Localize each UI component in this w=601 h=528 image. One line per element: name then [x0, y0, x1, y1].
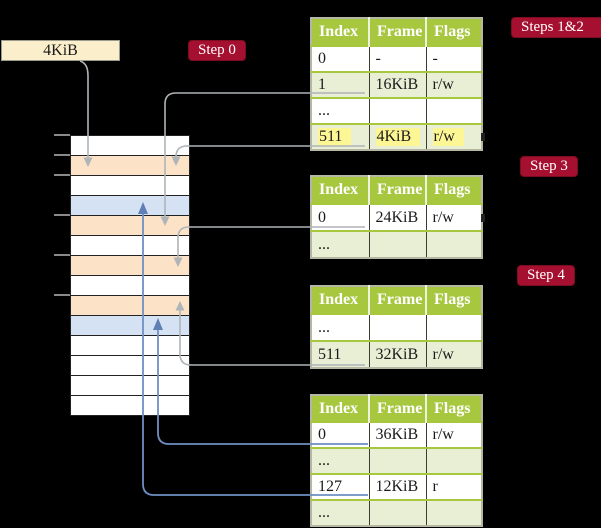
address-tick	[54, 254, 70, 256]
page-table-leaf: Index Frame Flags 0 36KiB r/w ... 127 12…	[310, 394, 483, 527]
cell-index: ...	[311, 447, 369, 474]
cell-flags: r/w	[425, 421, 482, 448]
highlighted-value: 511	[318, 128, 352, 146]
cell-flags: r/w	[425, 71, 482, 98]
cell-index: ...	[311, 230, 369, 258]
col-header-flags: Flags	[425, 286, 482, 314]
step4-label: Step 4	[517, 265, 575, 286]
cell-flags: r	[425, 473, 482, 500]
cell-flags: r/w	[425, 123, 482, 150]
steps-1-2-label: Steps 1&2	[511, 17, 601, 38]
cell-frame	[368, 230, 426, 258]
cell-flags	[425, 499, 482, 526]
memory-frame-row	[71, 276, 189, 296]
table-row-highlighted: 511 4KiB r/w	[311, 123, 482, 150]
cell-flags	[425, 313, 482, 341]
table-row: ...	[311, 230, 482, 258]
memory-frame-row	[71, 316, 189, 336]
col-header-index: Index	[311, 176, 369, 204]
address-tick	[54, 214, 70, 216]
memory-frame-row	[71, 356, 189, 376]
address-tick	[54, 134, 70, 136]
memory-frame-row	[71, 156, 189, 176]
cell-flags: r/w	[425, 203, 482, 231]
col-header-index: Index	[311, 18, 369, 46]
cell-index: ...	[311, 313, 369, 341]
memory-frame-row	[71, 196, 189, 216]
cell-index: 127	[311, 473, 369, 500]
step0-label: Step 0	[188, 40, 246, 61]
cell-flags	[425, 230, 482, 258]
page-size-box: 4KiB	[1, 40, 120, 61]
cell-flags: r/w	[425, 340, 482, 368]
cell-flags: -	[425, 45, 482, 72]
cell-index: 0	[311, 45, 369, 72]
table-header-row: Index Frame Flags	[311, 176, 482, 204]
col-header-frame: Frame	[368, 18, 426, 46]
col-header-flags: Flags	[425, 18, 482, 46]
cell-frame: 4KiB	[368, 123, 426, 150]
cell-frame	[368, 97, 426, 124]
highlighted-value: 4KiB	[375, 128, 421, 146]
page-table-step-3: Index Frame Flags 0 24KiB r/w ...	[310, 175, 483, 259]
cell-frame	[368, 313, 426, 341]
col-header-frame: Frame	[368, 286, 426, 314]
table-row: ...	[311, 499, 482, 526]
cell-index: ...	[311, 499, 369, 526]
cell-frame: -	[368, 45, 426, 72]
table-row: 511 32KiB r/w	[311, 340, 482, 368]
physical-memory-column	[70, 135, 190, 416]
col-header-flags: Flags	[425, 395, 482, 422]
table-header-row: Index Frame Flags	[311, 395, 482, 422]
memory-frame-row	[71, 396, 189, 415]
cell-frame	[368, 447, 426, 474]
table-header-row: Index Frame Flags	[311, 286, 482, 314]
col-header-flags: Flags	[425, 176, 482, 204]
table-row: ...	[311, 313, 482, 341]
table-row: 0 24KiB r/w	[311, 203, 482, 231]
entry-marker-nub	[481, 214, 485, 222]
cell-index: 1	[311, 71, 369, 98]
table-row: 0 - -	[311, 45, 482, 72]
col-header-index: Index	[311, 395, 369, 422]
table-row: ...	[311, 97, 482, 124]
cell-frame: 36KiB	[368, 421, 426, 448]
entry-marker-nub	[481, 133, 485, 141]
memory-frame-row	[71, 176, 189, 196]
cell-frame	[368, 499, 426, 526]
cell-flags	[425, 447, 482, 474]
cell-index: 511	[311, 123, 369, 150]
cell-index: 0	[311, 203, 369, 231]
cell-frame: 16KiB	[368, 71, 426, 98]
highlighted-value: r/w	[432, 128, 464, 146]
page-table-step-4: Index Frame Flags ... 511 32KiB r/w	[310, 285, 483, 369]
memory-frame-row	[71, 296, 189, 316]
memory-frame-row	[71, 336, 189, 356]
cell-index: 511	[311, 340, 369, 368]
cell-index: ...	[311, 97, 369, 124]
col-header-frame: Frame	[368, 176, 426, 204]
memory-frame-row	[71, 136, 189, 156]
address-tick	[54, 174, 70, 176]
address-tick	[54, 294, 70, 296]
address-tick	[54, 154, 70, 156]
table-row: 1 16KiB r/w	[311, 71, 482, 98]
table-row: ...	[311, 447, 482, 474]
col-header-index: Index	[311, 286, 369, 314]
cell-frame: 24KiB	[368, 203, 426, 231]
memory-frame-row	[71, 376, 189, 396]
memory-frame-row	[71, 256, 189, 276]
table-row: 127 12KiB r	[311, 473, 482, 500]
page-table-steps-1-2: Index Frame Flags 0 - - 1 16KiB r/w ... …	[310, 17, 483, 151]
cell-flags	[425, 97, 482, 124]
cell-index: 0	[311, 421, 369, 448]
table-header-row: Index Frame Flags	[311, 18, 482, 46]
step3-label: Step 3	[520, 156, 578, 177]
col-header-frame: Frame	[368, 395, 426, 422]
memory-frame-row	[71, 216, 189, 236]
cell-frame: 32KiB	[368, 340, 426, 368]
cell-frame: 12KiB	[368, 473, 426, 500]
table-row: 0 36KiB r/w	[311, 421, 482, 448]
memory-frame-row	[71, 236, 189, 256]
